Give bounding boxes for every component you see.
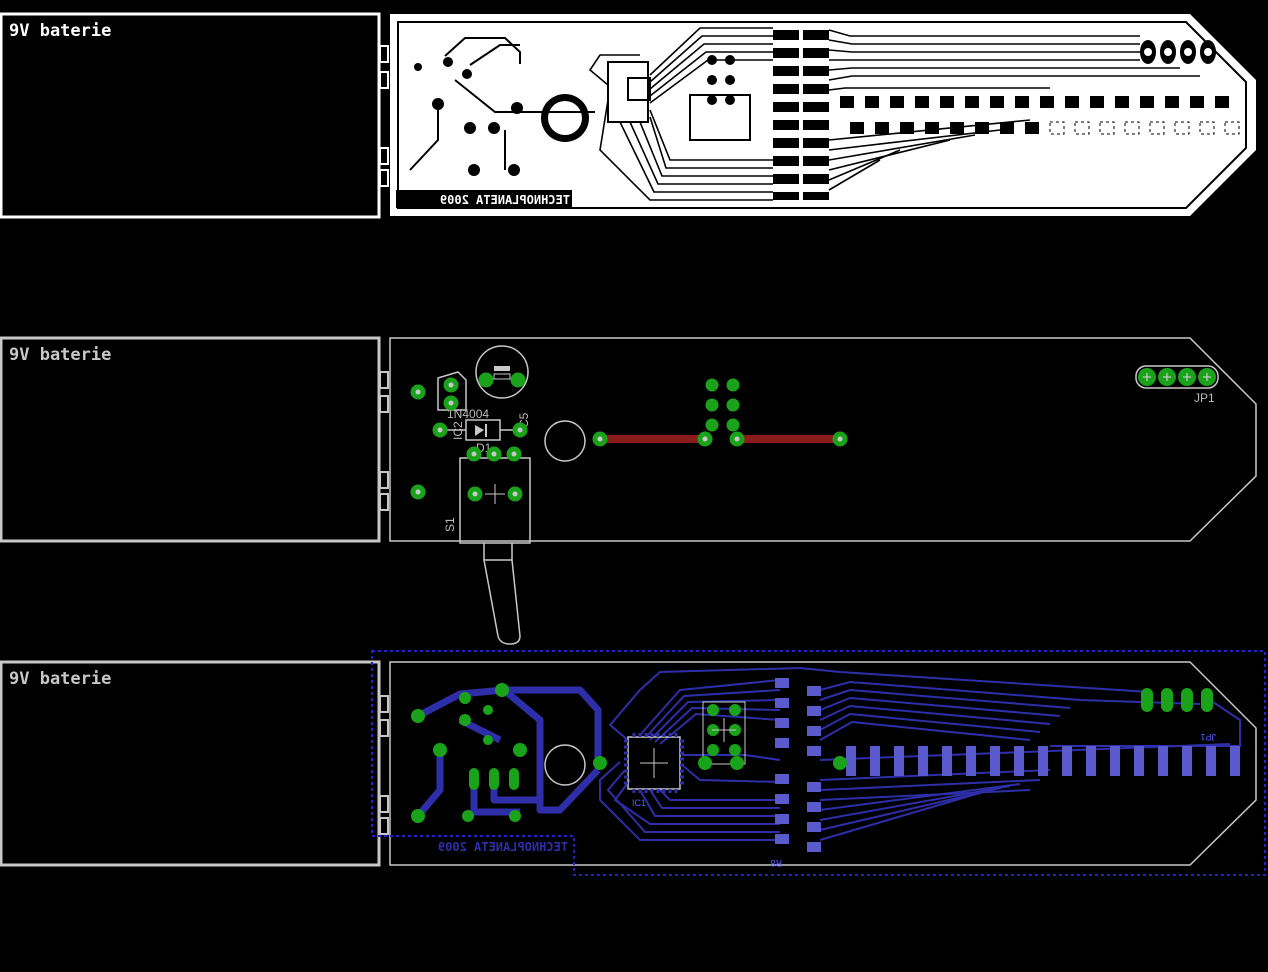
battery-box-2 (0, 336, 381, 543)
panel-top: 9V baterie (0, 12, 1256, 219)
battery-box-3 (0, 660, 381, 867)
board-mask-top (390, 14, 1256, 216)
board-outline-bottom (389, 661, 1257, 866)
board-outline-middle (389, 337, 1257, 542)
battery-label-1: 9V baterie (9, 21, 111, 41)
panel-bottom: 9V baterie (0, 650, 1266, 876)
svg-text:JP1: JP1 (1194, 391, 1215, 405)
svg-text:R8: R8 (770, 858, 782, 868)
battery-label-2: 9V baterie (9, 345, 111, 365)
svg-text:S1: S1 (443, 517, 457, 532)
battery-label-3: 9V baterie (9, 669, 111, 689)
footer-text-3: TECHNOPLANETA 2009 (438, 840, 568, 854)
svg-text:JP1: JP1 (1200, 732, 1216, 742)
battery-box-1 (0, 12, 381, 219)
panel-middle: 9V baterie C5 IC2 1N4004 D1 S1 (0, 336, 1257, 645)
svg-text:IC1: IC1 (632, 798, 646, 808)
footer-text-1: TECHNOPLANETA 2009 (440, 193, 570, 207)
keepout-outline (371, 650, 1266, 876)
svg-text:1N4004: 1N4004 (447, 407, 489, 421)
